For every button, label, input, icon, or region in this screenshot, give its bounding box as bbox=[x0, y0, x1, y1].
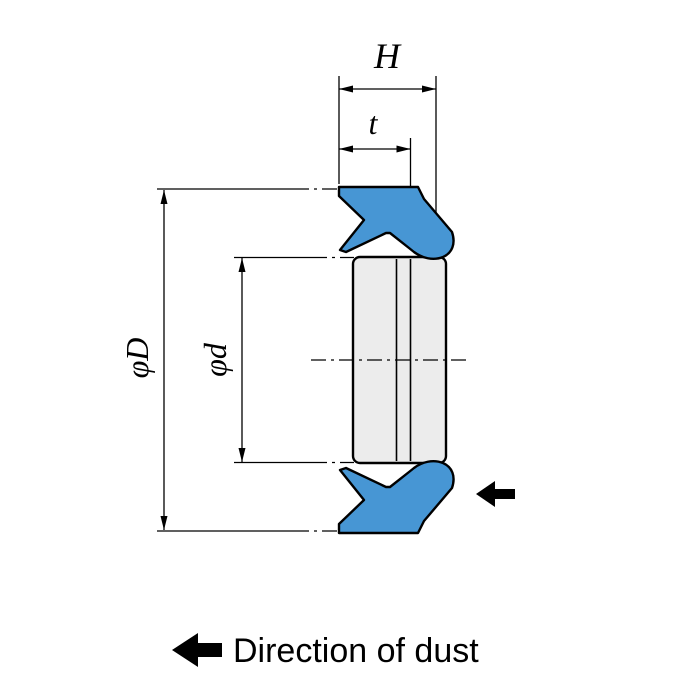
dim-arrowhead-H-right bbox=[422, 85, 436, 93]
dim-arrowhead-t-left bbox=[339, 145, 353, 153]
seal-upper-lip-section bbox=[337, 185, 455, 260]
seal-lower-lip-section bbox=[337, 460, 455, 535]
dim-label-t: t bbox=[369, 105, 379, 141]
dim-label-od: φD bbox=[119, 338, 155, 379]
caption-text: Direction of dust bbox=[233, 632, 479, 670]
dim-label-id: φd bbox=[197, 342, 233, 377]
dim-arrowhead-H-left bbox=[339, 85, 353, 93]
dim-arrowhead-id-top bbox=[238, 258, 246, 272]
dust-direction-arrow-icon bbox=[476, 481, 515, 507]
dim-arrowhead-t-right bbox=[396, 145, 411, 153]
dim-arrowhead-id-bottom bbox=[238, 448, 246, 462]
caption-dust-arrow-icon bbox=[172, 633, 222, 667]
dim-label-H: H bbox=[373, 36, 402, 76]
dim-arrowhead-od-bottom bbox=[160, 516, 168, 530]
dim-arrowhead-od-top bbox=[160, 190, 168, 204]
